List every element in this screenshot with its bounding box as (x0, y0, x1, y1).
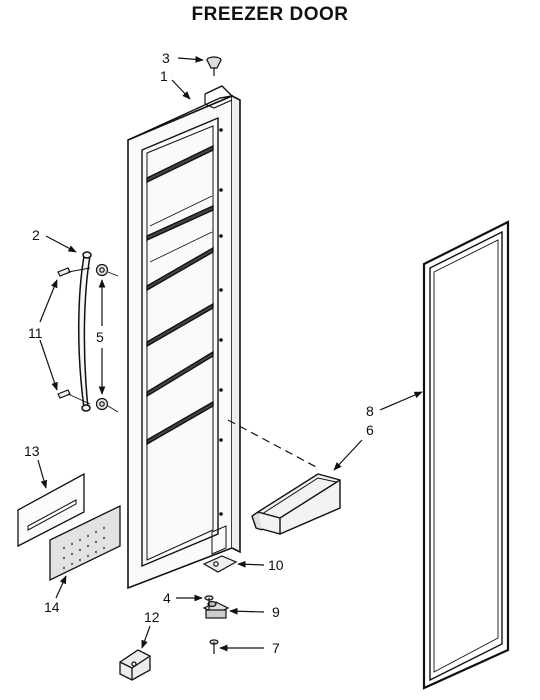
leader-2 (45, 235, 77, 253)
hinge-screw-lower (209, 639, 219, 654)
door-gasket (422, 220, 510, 690)
door-plate (49, 504, 121, 582)
hinge-screw-upper (204, 595, 214, 610)
callout-9: 9 (272, 604, 280, 620)
leader-8 (379, 391, 423, 411)
door-bin (251, 473, 341, 535)
callout-3: 3 (162, 50, 170, 66)
handle-mounting-studs (95, 263, 109, 411)
top-hinge-screw (206, 56, 222, 76)
leader-11-upper (39, 279, 58, 323)
callout-6: 6 (366, 422, 374, 438)
bottom-hinge (202, 600, 230, 619)
handle-guide-upper (67, 267, 91, 273)
handle-guide-lower (67, 393, 91, 405)
callout-8: 8 (366, 403, 374, 419)
callout-12: 12 (144, 609, 160, 625)
diagram-title: FREEZER DOOR (191, 4, 349, 25)
handle-set-screws (57, 267, 71, 399)
door-label (17, 472, 85, 548)
bin-alignment-line (227, 419, 319, 469)
bottom-hinge-bracket (202, 555, 238, 573)
leader-6 (333, 439, 363, 471)
hinge-cover (119, 649, 151, 681)
freezer-door-panel (127, 85, 241, 590)
callout-13: 13 (24, 443, 40, 459)
leader-12 (141, 625, 151, 649)
callout-7: 7 (272, 640, 280, 656)
leader-10 (237, 560, 265, 568)
callout-10: 10 (268, 557, 284, 573)
stud-guide-lower (107, 405, 119, 413)
stud-guide-upper (107, 271, 119, 277)
callout-2: 2 (32, 227, 40, 243)
leader-3 (177, 56, 204, 63)
leader-11-lower (39, 339, 58, 391)
callout-5: 5 (96, 329, 104, 345)
door-handle (77, 251, 92, 412)
leader-9 (229, 607, 265, 615)
leader-13 (37, 459, 48, 489)
leader-1 (171, 79, 191, 100)
callout-1: 1 (160, 68, 168, 84)
callout-14: 14 (44, 599, 60, 615)
callout-4: 4 (163, 590, 171, 606)
callout-11: 11 (28, 325, 43, 341)
leader-14 (55, 575, 67, 599)
